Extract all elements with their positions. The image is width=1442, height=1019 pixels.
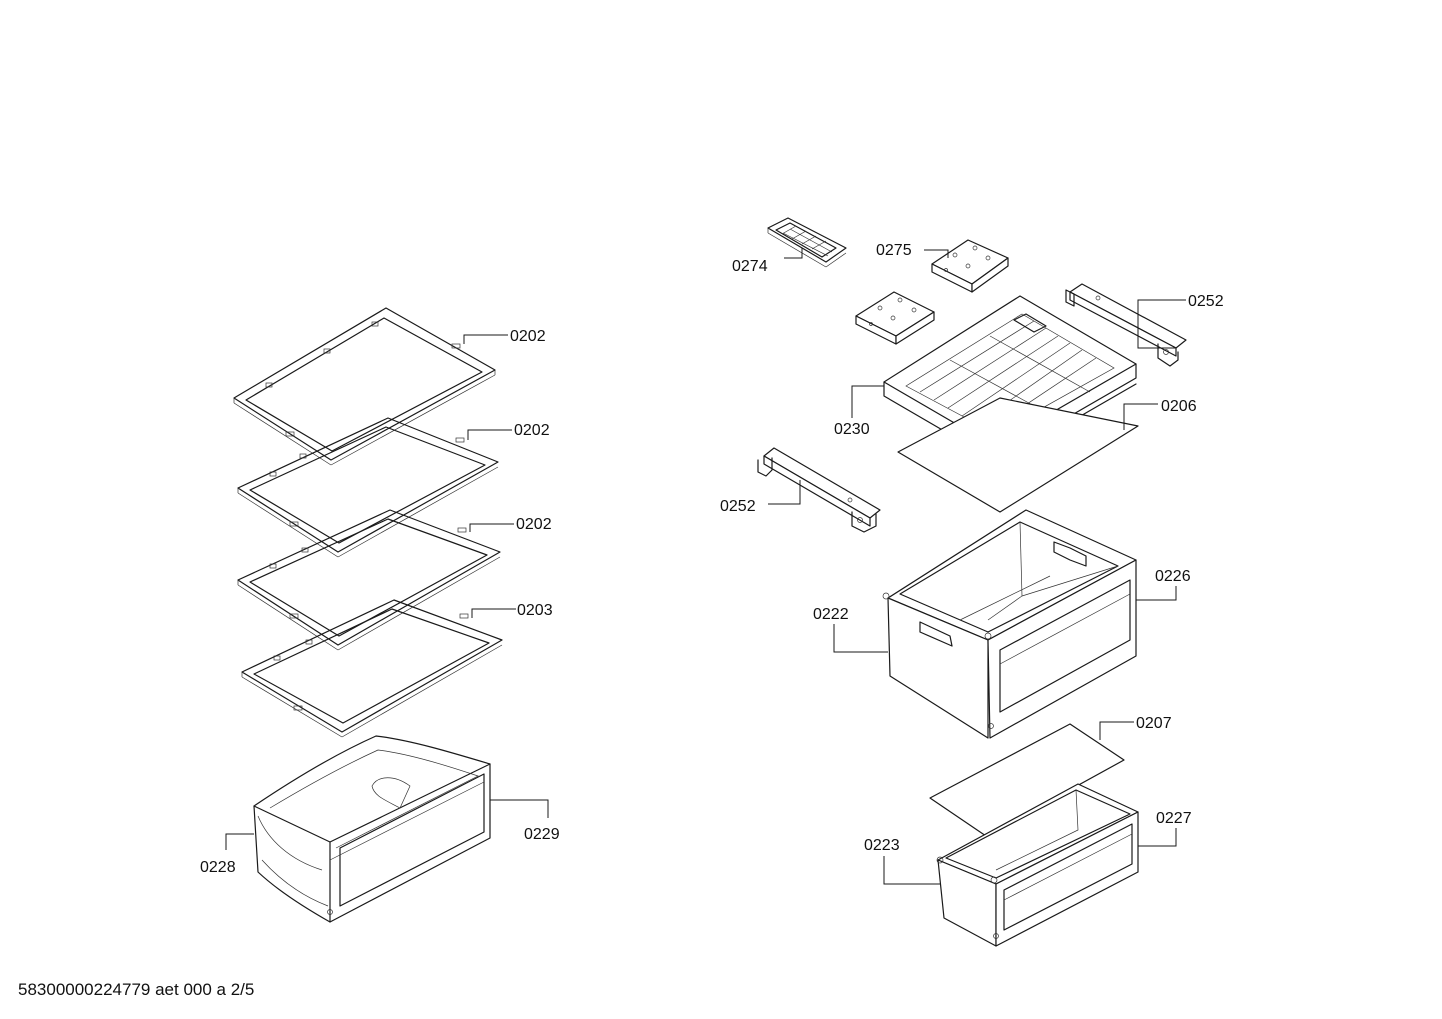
label-drawer-small-body: 0223	[864, 837, 900, 854]
label-ice-tray: 0274	[732, 258, 768, 275]
label-shelf-4: 0203	[517, 602, 553, 619]
label-cover-upper: 0206	[1161, 398, 1197, 415]
document-reference-footer: 58300000224779 aet 000 a 2/5	[18, 980, 255, 999]
label-drawer-large-front: 0226	[1155, 568, 1191, 585]
support-rail-left	[757, 447, 881, 533]
label-tray: 0230	[834, 421, 870, 438]
label-drawer-left-front: 0229	[524, 826, 560, 843]
cold-pack-lower	[855, 291, 935, 345]
cold-pack-upper	[931, 239, 1009, 293]
shelf-0203	[241, 599, 503, 738]
drawer-large	[882, 509, 1137, 739]
part-labels: 0202 0202 0202 0203 0228 0229 0274 0275 …	[200, 242, 1224, 876]
shelf-0202-c	[237, 509, 501, 651]
cover-plate-0207	[929, 723, 1125, 837]
label-shelf-3: 0202	[516, 516, 552, 533]
leader-lines	[225, 248, 1186, 885]
label-cover-lower: 0207	[1136, 715, 1172, 732]
label-drawer-small-front: 0227	[1156, 810, 1192, 827]
crisper-drawer-left	[253, 735, 491, 923]
support-rail-right	[1065, 283, 1187, 367]
label-drawer-large-body: 0222	[813, 606, 849, 623]
shelf-0202-b	[237, 417, 499, 558]
cover-plate-0206	[897, 397, 1139, 513]
label-shelf-2: 0202	[514, 422, 550, 439]
label-drawer-left-body: 0228	[200, 859, 236, 876]
ice-cube-tray	[767, 217, 847, 268]
label-shelf-1: 0202	[510, 328, 546, 345]
drawer-small	[936, 783, 1139, 947]
label-rail-left: 0252	[720, 498, 756, 515]
label-rail-right: 0252	[1188, 293, 1224, 310]
label-cold-pack: 0275	[876, 242, 912, 259]
shelf-0202-a	[233, 307, 496, 466]
